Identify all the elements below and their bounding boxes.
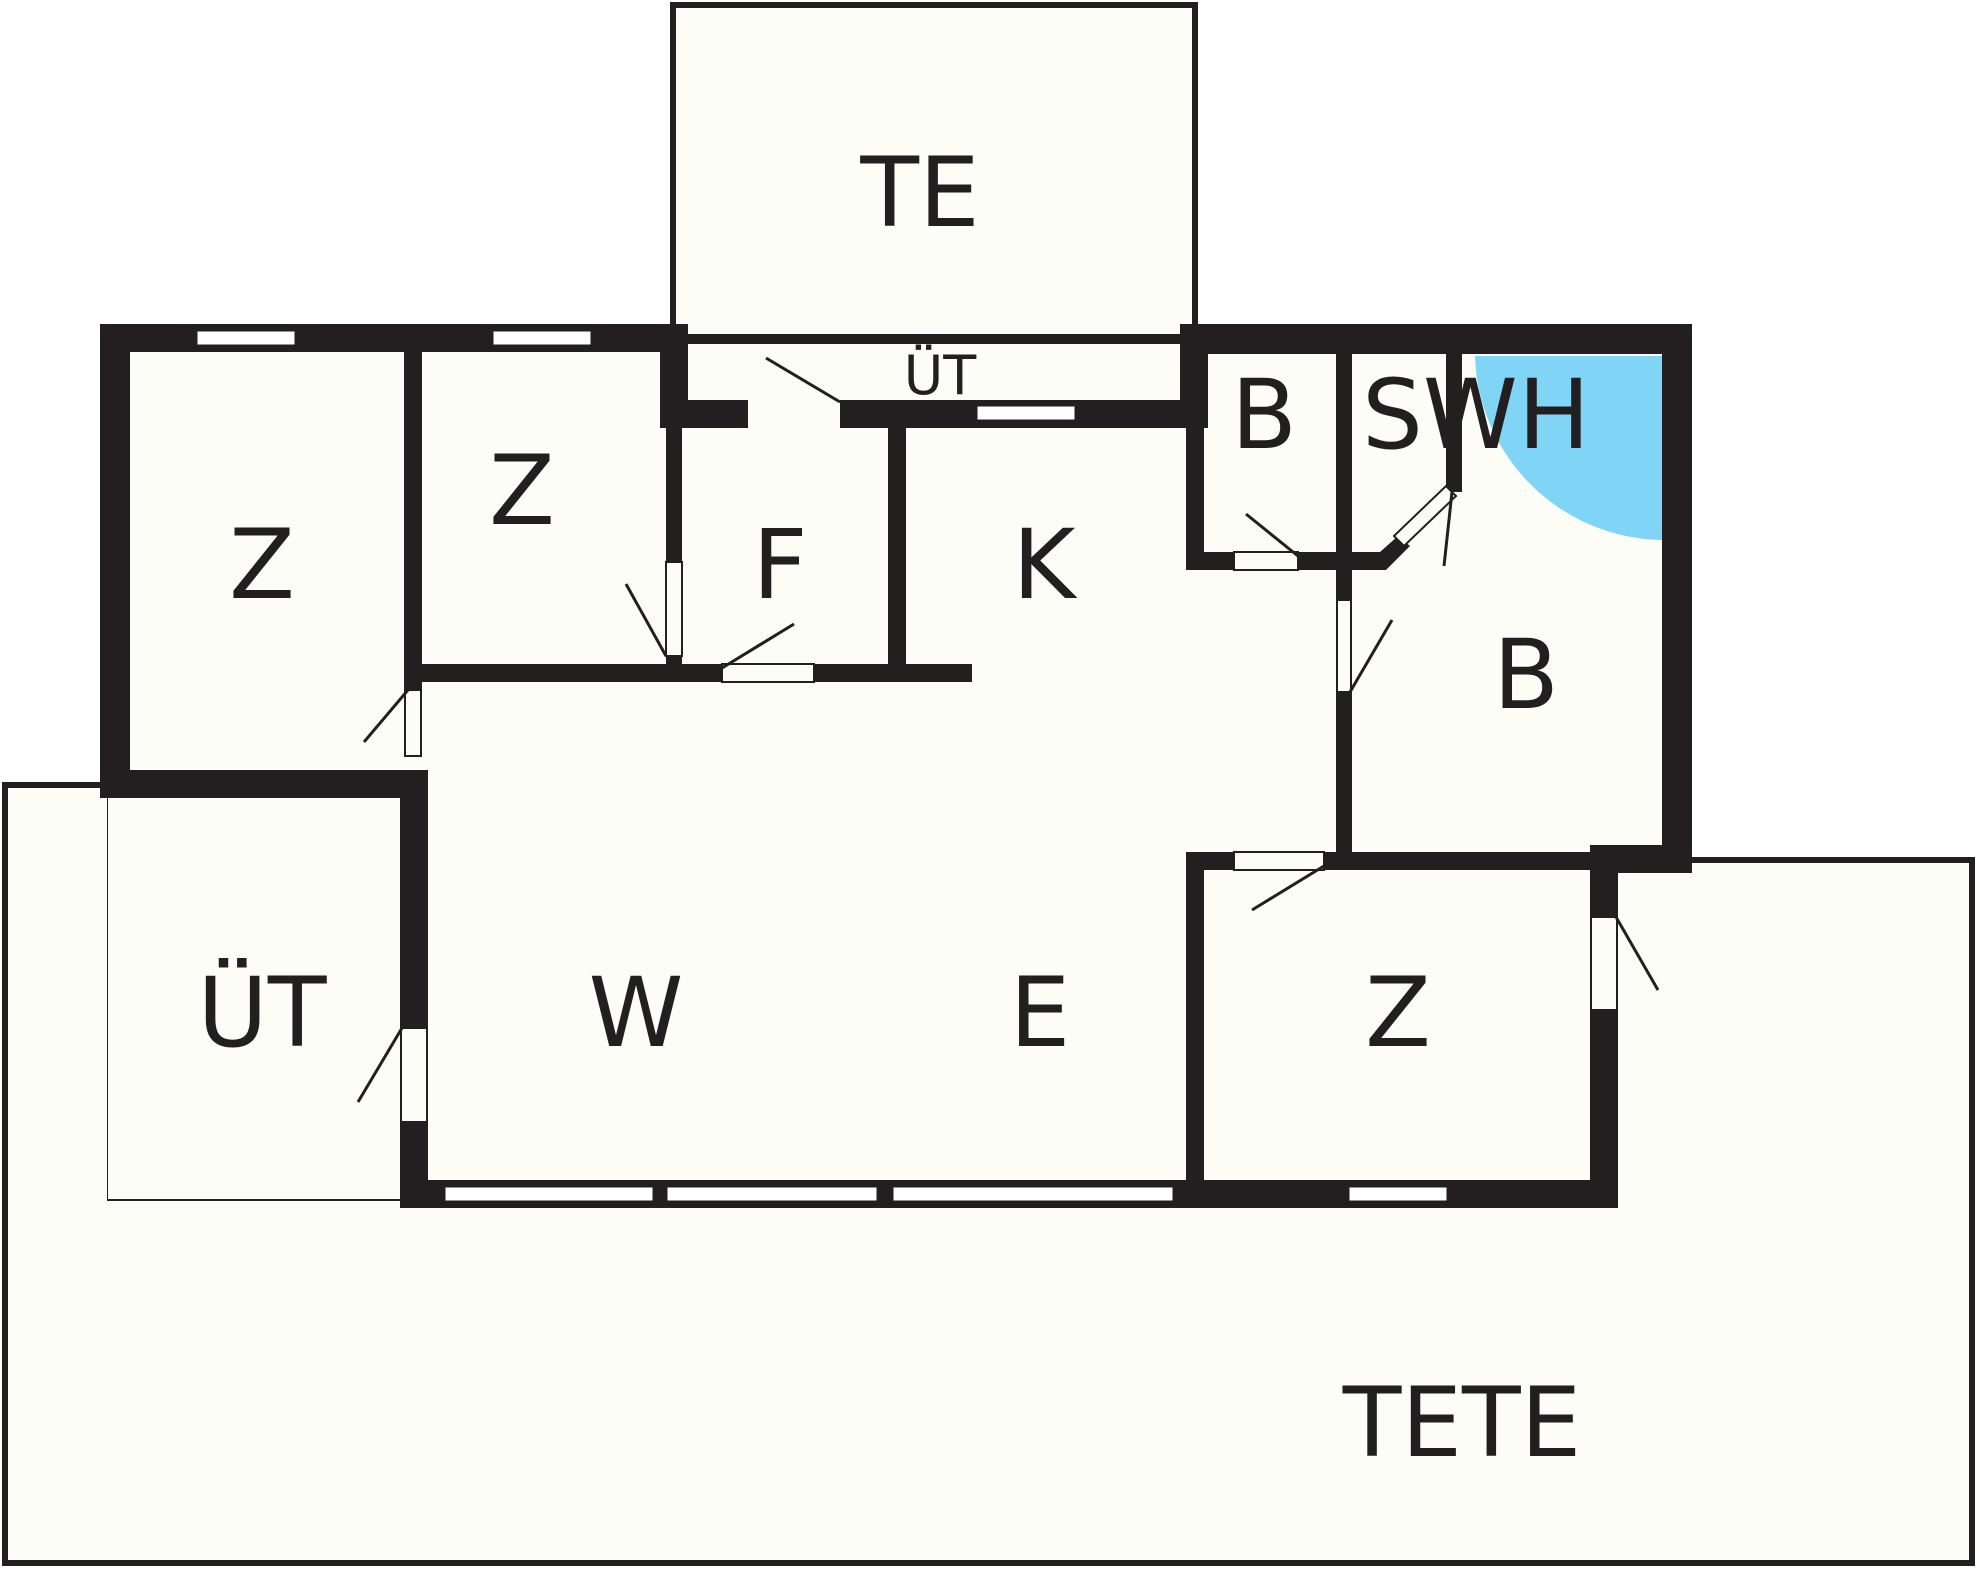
window	[664, 1184, 880, 1204]
door-gap	[400, 1027, 428, 1123]
wall-hall-east	[888, 428, 906, 664]
wall-north-right	[1180, 324, 1692, 354]
window	[442, 1184, 656, 1204]
window	[490, 328, 594, 348]
window	[1346, 1184, 1450, 1204]
door-gap	[1233, 851, 1325, 871]
wall-bath-small-south-left	[1186, 552, 1234, 570]
partitions	[404, 336, 1618, 1208]
wall-nw-bottom	[100, 770, 428, 798]
door-swing	[765, 356, 841, 404]
label-storage-swh: SWH	[1362, 359, 1590, 471]
wall-room-n-south	[404, 664, 722, 682]
door-swing	[1245, 512, 1299, 558]
label-bath-small: B	[1231, 359, 1297, 471]
room-labels: TE ÜT Z Z F K B SWH B ÜT W E Z TETE	[198, 137, 1590, 1479]
label-living: W	[589, 957, 684, 1069]
label-kitchen: K	[1013, 509, 1078, 621]
wall-room-divider	[404, 352, 422, 682]
wall-storage-top-line	[682, 336, 1186, 344]
label-bath-large: B	[1493, 619, 1559, 731]
door-swing	[1614, 916, 1660, 991]
window	[974, 403, 1078, 423]
label-hall: F	[752, 509, 807, 621]
door-gap	[1392, 484, 1458, 548]
label-room-nw: Z	[229, 509, 295, 621]
window	[890, 1184, 1176, 1204]
label-dining: E	[1010, 957, 1071, 1069]
wall-living-west	[400, 770, 428, 1028]
wall-bath-large-west	[1336, 692, 1352, 860]
door-swing	[362, 689, 410, 743]
wall-east	[1662, 324, 1692, 872]
wall-swh-east	[1446, 352, 1462, 492]
window	[194, 328, 298, 348]
door-gap	[721, 663, 815, 683]
door-gap	[665, 561, 683, 657]
door-gap	[1233, 551, 1299, 571]
wall-hall-south-right	[814, 664, 972, 682]
wall-room-se-north	[1324, 852, 1618, 870]
door-swings	[356, 356, 1660, 1103]
door-swing	[721, 622, 795, 670]
label-room-n: Z	[489, 435, 555, 547]
door-swing	[356, 1027, 404, 1103]
door-gap	[1336, 599, 1352, 693]
door-swing	[1251, 864, 1325, 912]
windows	[194, 328, 1450, 1204]
label-storage-left: ÜT	[198, 957, 327, 1069]
label-room-se: Z	[1365, 957, 1431, 1069]
door-swing	[1348, 619, 1394, 693]
storage-top-area	[688, 340, 1180, 400]
label-storage-top: ÜT	[904, 344, 978, 407]
wall-bath-small-east	[1336, 352, 1352, 600]
wall-west	[100, 324, 130, 798]
door-gap	[404, 689, 422, 757]
door-swing	[1442, 491, 1454, 567]
label-terrace-top: TE	[859, 137, 979, 249]
wall-hall-north-stub	[660, 400, 748, 428]
wall-north-left	[100, 324, 688, 352]
wall-room-n-east	[666, 428, 682, 562]
label-terrace-bottom: TETE	[1342, 1367, 1582, 1479]
shower-area	[1475, 356, 1662, 540]
door-openings	[400, 484, 1618, 1123]
door-gap	[1590, 916, 1618, 1011]
wall-bath-small-west	[1186, 428, 1204, 570]
wall-room-se-west	[1186, 852, 1204, 1208]
wall-se-east-low	[1590, 1010, 1618, 1208]
terrace-top-area	[670, 2, 1198, 340]
door-swing	[624, 583, 668, 657]
